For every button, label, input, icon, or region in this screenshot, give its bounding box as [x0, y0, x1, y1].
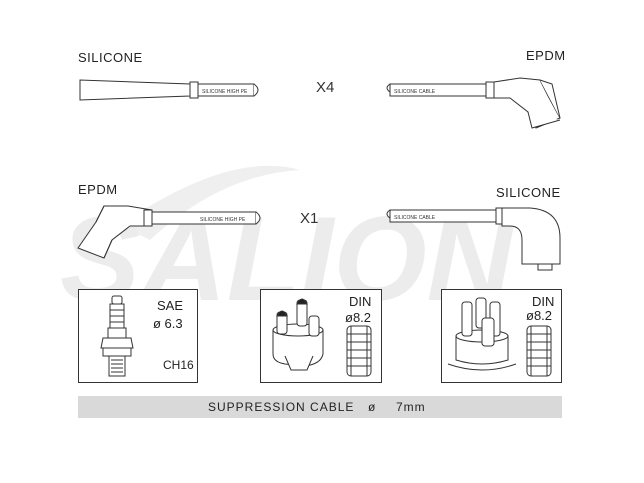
diameter-symbol: ø	[368, 400, 377, 414]
row1-multiplier: X4	[316, 79, 335, 96]
epdm-angled-boot-icon	[77, 205, 261, 259]
silicone-angled-boot-icon	[386, 207, 561, 271]
box-standard-label: DIN	[532, 294, 555, 309]
row2-multiplier: X1	[300, 210, 319, 227]
coil-terminal-icon	[447, 297, 552, 377]
epdm-angled-boot-icon	[386, 77, 561, 129]
spark-plug-icon	[100, 295, 134, 377]
din-terminal-box-2: DIN ø8.2	[441, 289, 562, 383]
box-diameter-label: ø8.2	[345, 310, 372, 325]
row1-right-material-label: EPDM	[526, 48, 566, 63]
box-diameter-label: ø8.2	[526, 308, 553, 323]
sae-terminal-box: SAE ø 6.3 CH16	[78, 289, 198, 383]
box-standard-label: SAE	[157, 298, 184, 313]
suppression-cable-bar: SUPPRESSION CABLE ø 7mm	[78, 396, 562, 418]
box-diameter-label: ø 6.3	[153, 316, 183, 331]
cable-print-text: SILICONE HIGH PE	[200, 217, 246, 223]
silicone-straight-boot-icon	[79, 79, 259, 101]
footer-label: SUPPRESSION CABLE	[208, 400, 355, 414]
cable-print-text: SILICONE CABLE	[394, 89, 436, 95]
cable-print-text: SILICONE CABLE	[394, 215, 436, 221]
box-standard-label: DIN	[349, 294, 372, 309]
row2-right-material-label: SILICONE	[496, 185, 561, 200]
row1-left-material-label: SILICONE	[78, 50, 143, 65]
cable-print-text: SILICONE HIGH PE	[202, 89, 248, 95]
footer-value: 7mm	[396, 400, 426, 414]
distributor-cap-icon	[272, 298, 372, 377]
din-terminal-box-1: DIN ø8.2	[260, 289, 382, 383]
box-extra-label: CH16	[163, 358, 194, 372]
row2-left-material-label: EPDM	[78, 182, 118, 197]
